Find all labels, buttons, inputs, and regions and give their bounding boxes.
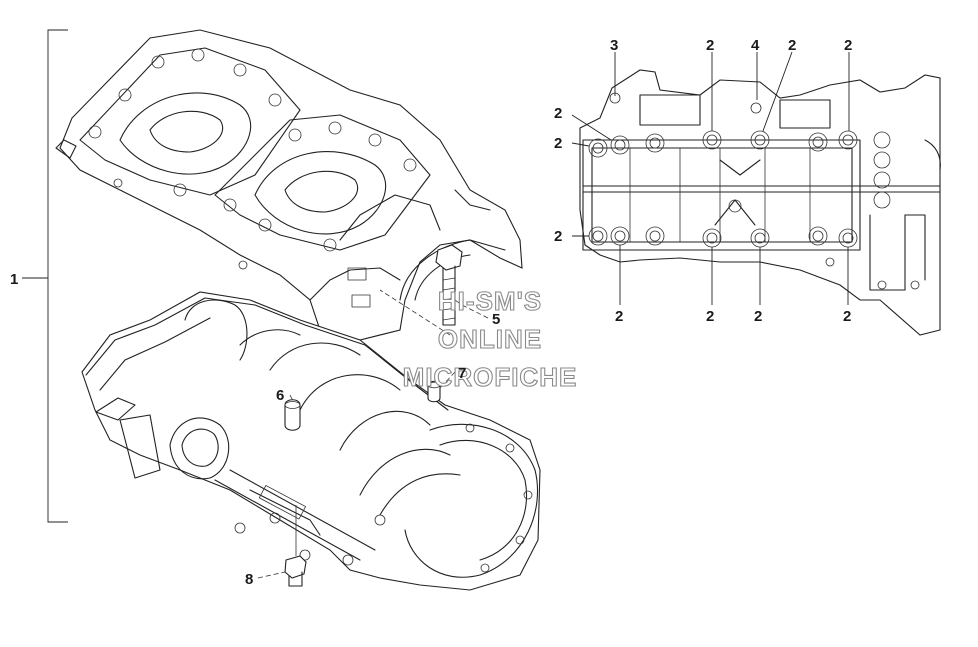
callout-2-top-c: 2 (844, 37, 852, 54)
callout-2-left-c: 2 (554, 228, 562, 245)
bolt-5 (435, 244, 463, 326)
callout-3: 3 (610, 37, 618, 54)
watermark-line-3: MICROFICHE (403, 362, 578, 392)
callout-2-left-b: 2 (554, 135, 562, 152)
crankcase-detail-view (579, 69, 941, 336)
watermark: HI-SM'S ONLINE MICROFICHE (402, 285, 578, 392)
callout-2-top-b: 2 (788, 37, 796, 54)
callout-4: 4 (751, 37, 760, 54)
callout-7: 7 (458, 365, 466, 382)
callout-2-bottom-d: 2 (843, 308, 851, 325)
callout-2-bottom-b: 2 (706, 308, 714, 325)
callout-6: 6 (276, 387, 284, 404)
watermark-line-1: HI-SM'S (438, 286, 542, 316)
callout-5: 5 (492, 311, 500, 328)
callout-2-bottom-c: 2 (754, 308, 762, 325)
leader-lines (257, 51, 850, 579)
callout-1: 1 (10, 271, 18, 288)
upper-crankcase (55, 29, 523, 341)
callout-8: 8 (245, 571, 253, 588)
assembly-bracket (22, 29, 68, 523)
callout-2-left-a: 2 (554, 105, 562, 122)
lower-crankcase (81, 291, 541, 591)
bolt-8 (284, 505, 307, 587)
callout-2-bottom-a: 2 (615, 308, 623, 325)
watermark-line-2: ONLINE (438, 324, 542, 354)
callout-labels: 1 3 2 4 2 2 2 2 2 2 2 2 2 5 7 6 8 (10, 37, 852, 588)
callout-2-top-a: 2 (706, 37, 714, 54)
